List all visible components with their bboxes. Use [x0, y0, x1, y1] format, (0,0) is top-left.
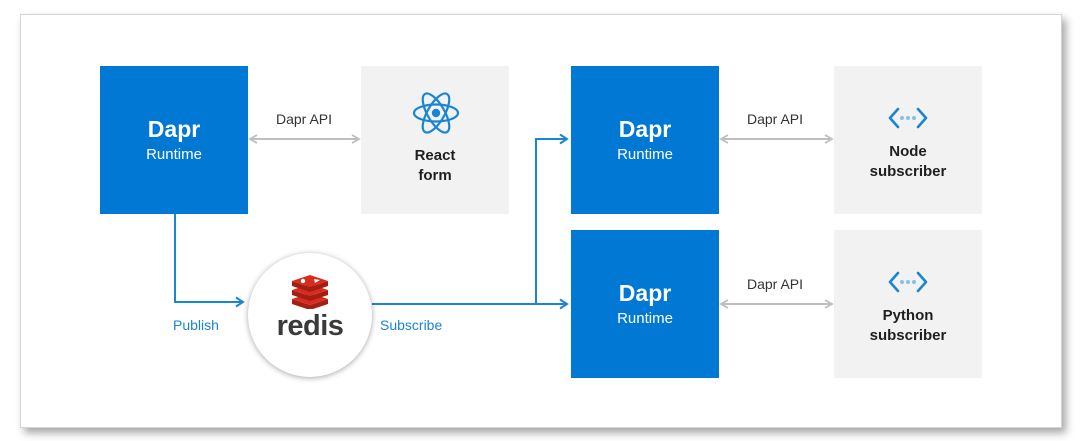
redis-broker: redis — [248, 253, 372, 377]
react-form-line2: form — [418, 167, 452, 184]
dapr-runtime-node: Dapr Runtime — [571, 66, 719, 214]
dapr-api-label: Dapr API — [275, 111, 333, 127]
publish-label: Publish — [173, 317, 219, 333]
dapr-api-label: Dapr API — [746, 276, 804, 292]
dapr-subtitle: Runtime — [617, 310, 673, 327]
redis-wordmark: redis — [276, 310, 344, 342]
subscribe-label: Subscribe — [380, 317, 443, 333]
publish-arrow — [174, 214, 245, 308]
dapr-runtime-publisher: Dapr Runtime — [100, 66, 248, 214]
redis-logo-icon — [292, 275, 328, 309]
subscribe-arrow-node — [535, 133, 569, 304]
node-subscriber-line1: Node — [889, 143, 927, 160]
dapr-title: Dapr — [147, 116, 201, 142]
dapr-title: Dapr — [618, 116, 672, 142]
react-icon — [412, 92, 460, 134]
dapr-title: Dapr — [618, 280, 672, 306]
dapr-subtitle: Runtime — [617, 146, 673, 163]
react-form-box: React form — [361, 66, 509, 214]
python-subscriber-line2: subscriber — [869, 327, 947, 344]
python-subscriber-box: Python subscriber — [834, 230, 982, 378]
code-icon — [888, 107, 928, 129]
dapr-runtime-python: Dapr Runtime — [571, 230, 719, 378]
react-form-line1: React — [414, 147, 456, 164]
dapr-subtitle: Runtime — [146, 146, 202, 163]
dapr-api-label: Dapr API — [746, 111, 804, 127]
node-subscriber-line2: subscriber — [869, 163, 947, 180]
code-icon — [888, 271, 928, 293]
node-subscriber-box: Node subscriber — [834, 66, 982, 214]
python-subscriber-line1: Python — [882, 307, 934, 324]
